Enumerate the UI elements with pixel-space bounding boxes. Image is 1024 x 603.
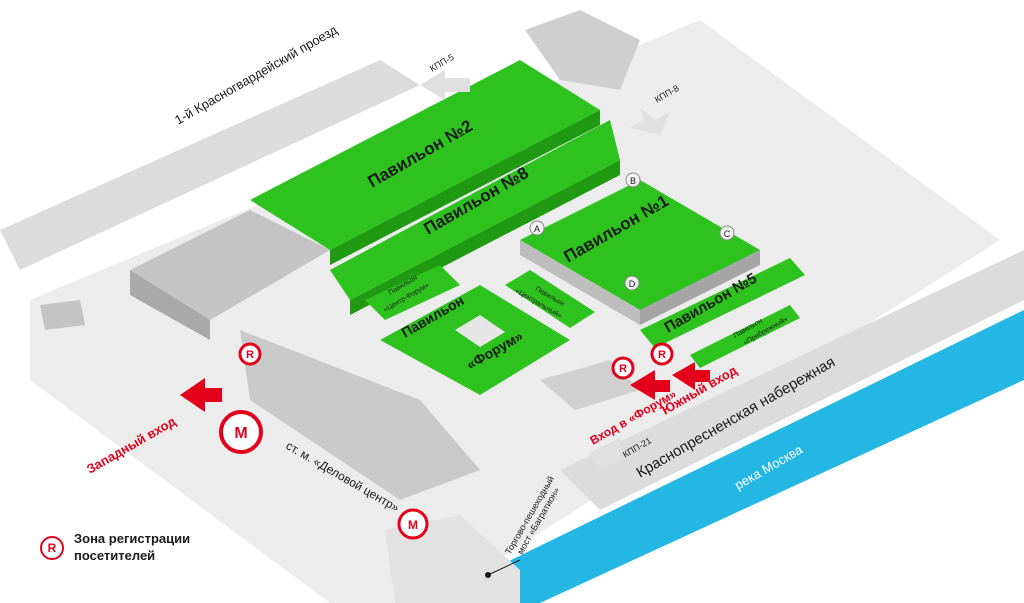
corner-markers: A B C D [529, 172, 735, 291]
pavilion-1 [520, 180, 760, 325]
svg-text:R: R [658, 349, 666, 361]
corner-b-marker [625, 172, 641, 188]
pavilion-center-forum [365, 265, 460, 320]
south-entrance-arrow [672, 362, 710, 390]
corner-b-label: B [630, 176, 636, 186]
pavilion-5 [640, 258, 805, 348]
river-moskva [470, 310, 1024, 603]
road-krasnogvardeisky [0, 60, 420, 270]
metro-icon [219, 410, 263, 454]
registration-zone-south-2: R [650, 342, 674, 366]
road-embankment [560, 250, 1024, 510]
corner-c-label: C [724, 229, 731, 239]
bridge-pointer-dot [485, 572, 491, 578]
corner-d-label: D [629, 279, 636, 289]
legend: R Зона регистрации посетителей [40, 530, 260, 580]
metro-symbol: М [234, 425, 247, 442]
bridge-pointer [487, 559, 521, 576]
legend-registration-icon: R [40, 536, 64, 560]
registration-zone-south-1: R [611, 356, 635, 380]
checkpoint-kpp21-arrow [590, 438, 620, 470]
checkpoint-kpp8-arrow [630, 108, 670, 135]
pavilion-central [505, 270, 595, 328]
corner-d-marker [624, 275, 640, 291]
pavilion-riverside [690, 305, 800, 368]
svg-text:R: R [619, 363, 627, 375]
metro-symbol-bridge: М [408, 518, 418, 532]
checkpoint-kpp5-arrow [420, 70, 470, 100]
pavilion-forum [380, 285, 570, 395]
svg-text:R: R [246, 349, 254, 361]
west-entrance-arrow [180, 378, 222, 412]
legend-registration-text: Зона регистрации посетителей [74, 531, 191, 563]
corner-c-marker [719, 225, 735, 241]
registration-zone-west: R [238, 342, 262, 366]
corner-a-marker [529, 220, 545, 236]
pavilion-2 [250, 60, 600, 265]
corner-a-label: A [534, 224, 540, 234]
metro-icon-bridge [397, 508, 429, 540]
forum-entrance-arrow [630, 370, 670, 400]
